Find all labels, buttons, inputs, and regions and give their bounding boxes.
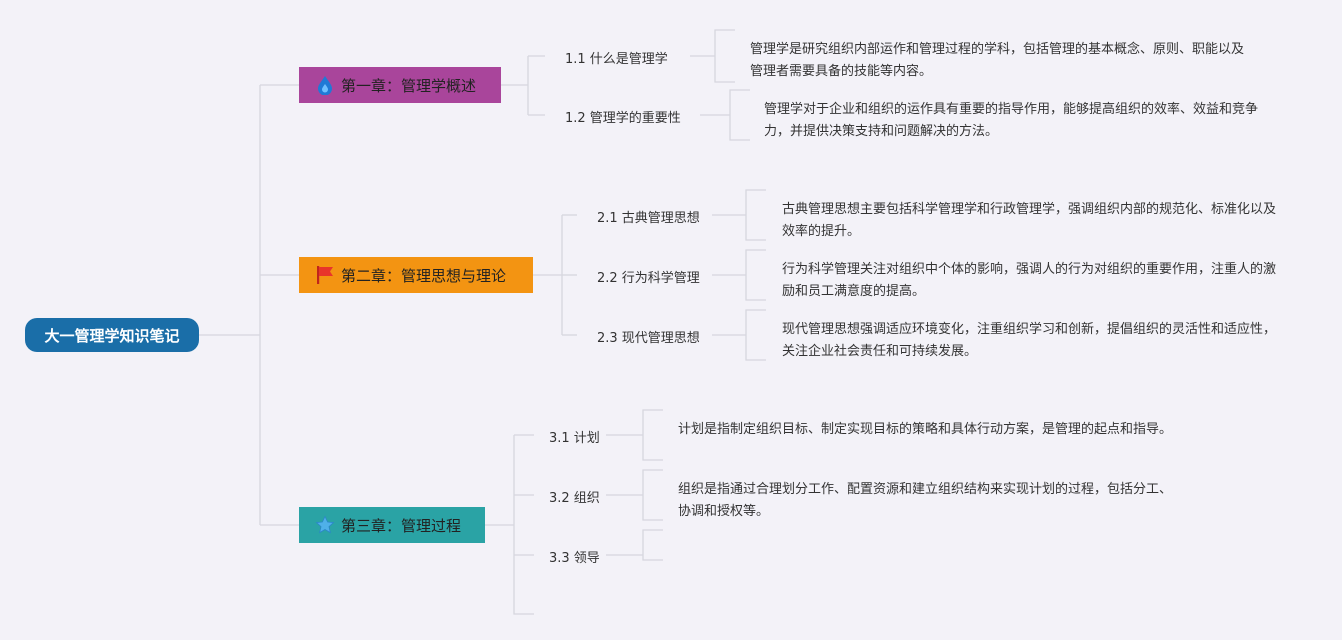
- note-1-2: 管理学对于企业和组织的运作具有重要的指导作用，能够提高组织的效率、效益和竞争力，…: [764, 102, 1259, 139]
- star-icon: [315, 515, 335, 535]
- chapter-3-node[interactable]: 第三章：管理过程: [299, 507, 485, 543]
- note-3-2: 组织是指通过合理划分工作、配置资源和建立组织结构来实现计划的过程，包括分工、协调…: [678, 482, 1173, 519]
- note-3-1: 计划是指制定组织目标、制定实现目标的策略和具体行动方案，是管理的起点和指导。: [678, 422, 1173, 437]
- topic-2-1[interactable]: 2.1 古典管理思想: [597, 211, 700, 226]
- chapter-2-node[interactable]: 第二章：管理思想与理论: [299, 257, 533, 293]
- root-topic[interactable]: 大一管理学知识笔记: [25, 318, 199, 352]
- topic-2-2[interactable]: 2.2 行为科学管理: [597, 271, 700, 286]
- note-1-1: 管理学是研究组织内部运作和管理过程的学科，包括管理的基本概念、原则、职能以及管理…: [750, 42, 1245, 79]
- topic-3-3[interactable]: 3.3 领导: [549, 551, 600, 566]
- note-2-3: 现代管理思想强调适应环境变化，注重组织学习和创新，提倡组织的灵活性和适应性，关注…: [782, 322, 1277, 359]
- chapter-2-label: 第二章：管理思想与理论: [341, 266, 507, 285]
- note-2-2: 行为科学管理关注对组织中个体的影响，强调人的行为对组织的重要作用，注重人的激励和…: [782, 262, 1277, 299]
- topic-1-2[interactable]: 1.2 管理学的重要性: [565, 111, 681, 126]
- note-2-1: 古典管理思想主要包括科学管理学和行政管理学，强调组织内部的规范化、标准化以及效率…: [782, 202, 1277, 239]
- flag-icon: [315, 265, 335, 285]
- chapter-3-label: 第三章：管理过程: [341, 516, 462, 535]
- chapter-1-label: 第一章：管理学概述: [341, 76, 477, 95]
- topic-1-1[interactable]: 1.1 什么是管理学: [565, 52, 668, 67]
- drop-icon: [315, 75, 335, 95]
- topic-3-2[interactable]: 3.2 组织: [549, 491, 600, 506]
- chapter-1-node[interactable]: 第一章：管理学概述: [299, 67, 501, 103]
- topic-3-1[interactable]: 3.1 计划: [549, 431, 600, 446]
- topic-2-3[interactable]: 2.3 现代管理思想: [597, 331, 700, 346]
